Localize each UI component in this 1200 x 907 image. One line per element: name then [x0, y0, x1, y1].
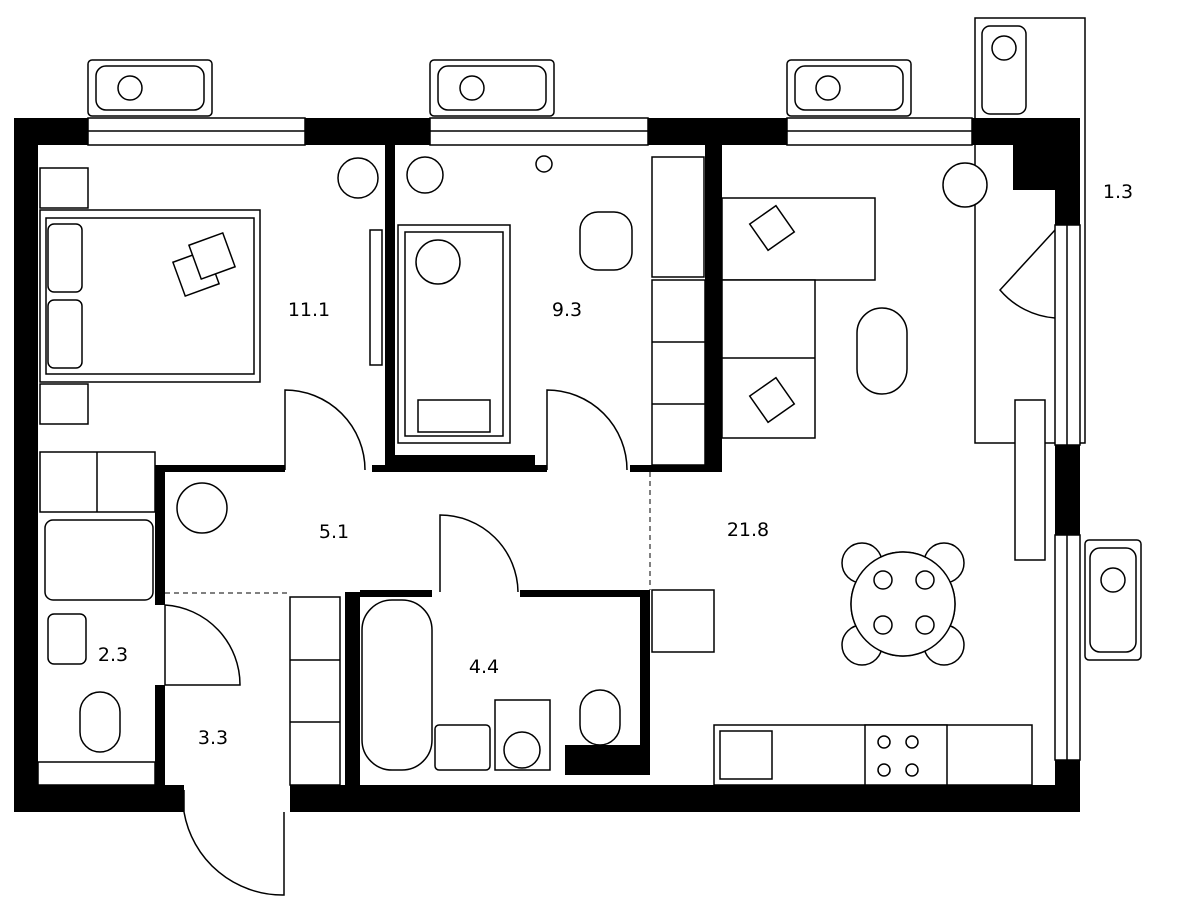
- plant-icon: [337, 157, 379, 199]
- room-area-hallway: 5.1: [318, 521, 350, 543]
- tv: [369, 229, 383, 366]
- round-mirror: [176, 482, 228, 534]
- sofa: [721, 197, 876, 439]
- chair: [579, 211, 633, 271]
- kitchen-counter: [651, 589, 1033, 786]
- toilet-bowl: [79, 691, 121, 753]
- nightstand: [39, 167, 89, 209]
- plant-icon: [942, 162, 988, 208]
- room-area-bedroom: 11.1: [287, 299, 331, 321]
- plant-icon: [406, 156, 444, 194]
- washbasin: [434, 724, 491, 771]
- double-bed: [39, 209, 261, 383]
- dining-table: [841, 542, 965, 666]
- coffee-table: [856, 307, 908, 395]
- shower-tray: [44, 519, 154, 601]
- stove: [864, 724, 948, 786]
- washbasin: [47, 613, 87, 665]
- nightstand: [39, 383, 89, 425]
- sink: [719, 730, 773, 780]
- ac-unit-bedroom: [87, 59, 213, 117]
- bathtub: [361, 599, 433, 771]
- doors: [164, 229, 1056, 896]
- shelf: [37, 761, 156, 786]
- room-area-toilet: 2.3: [97, 644, 129, 666]
- single-bed: [397, 224, 511, 444]
- room-area-balcony: 1.3: [1102, 181, 1134, 203]
- ac-unit-living: [786, 59, 912, 117]
- toilet-bowl: [579, 689, 621, 746]
- walls: [14, 118, 1080, 812]
- room-area-living-kitchen: 21.8: [726, 519, 770, 541]
- fridge: [651, 589, 715, 653]
- tv-stand: [1014, 399, 1046, 561]
- room-area-kids-room: 9.3: [551, 299, 583, 321]
- ball-icon: [535, 155, 553, 173]
- ac-unit-kids: [429, 59, 555, 117]
- wardrobe: [651, 279, 706, 466]
- fan-icon: [991, 35, 1017, 61]
- ac-unit-kitchen: [1084, 539, 1142, 661]
- room-area-entrance: 3.3: [197, 727, 229, 749]
- desk: [651, 156, 705, 278]
- room-area-bathroom: 4.4: [468, 656, 500, 678]
- hall-wardrobe: [289, 596, 341, 786]
